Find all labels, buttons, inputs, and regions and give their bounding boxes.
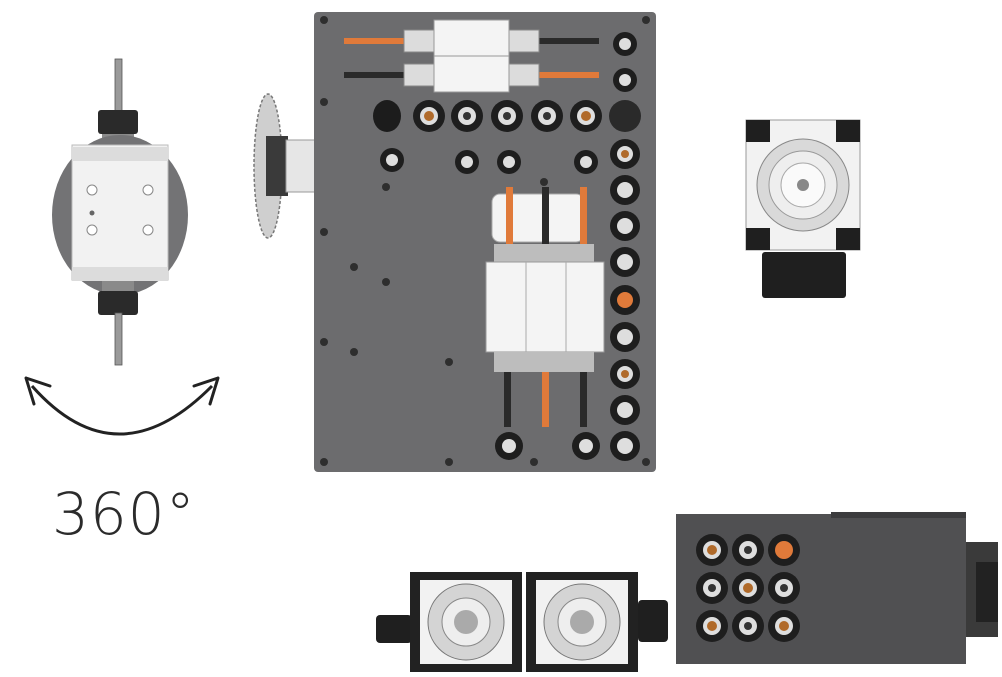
- curved-double-arrow-icon: [24, 376, 220, 436]
- spindle-head-icon: [52, 58, 188, 366]
- drill-block-unit: [676, 512, 1002, 668]
- spindle-motor-top-view: [744, 118, 864, 300]
- tool-plate: [314, 12, 656, 472]
- drill-block-icon: [676, 512, 998, 664]
- rotating-spindle-head: [40, 55, 200, 375]
- rotation-label: 360°: [52, 480, 196, 548]
- tool-plate-graphic: [314, 12, 656, 472]
- rotation-arrow: [22, 372, 222, 452]
- twin-spindle-heads: [376, 570, 676, 675]
- motor-top-icon: [745, 119, 861, 298]
- twin-spindle-icon: [376, 572, 668, 672]
